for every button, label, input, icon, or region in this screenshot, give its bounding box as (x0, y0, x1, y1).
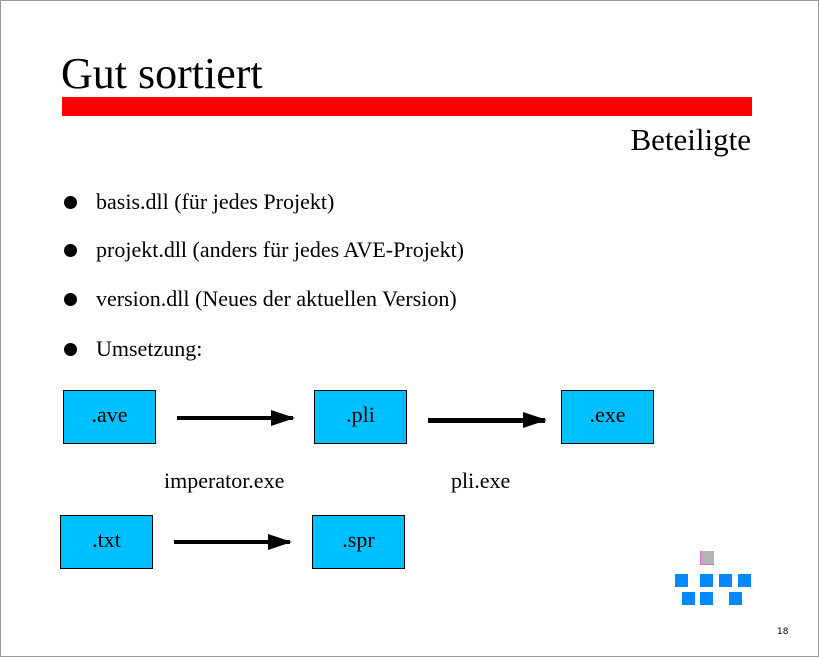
bullet-dot-icon (64, 343, 77, 356)
bullet-dot-icon (64, 244, 77, 257)
logo-square (738, 574, 751, 587)
bullet-dot-icon (64, 293, 77, 306)
bullet-dot-icon (64, 196, 77, 209)
logo-square (729, 592, 742, 605)
box-pli: .pli (314, 390, 407, 444)
slide-subtitle: Beteiligte (630, 122, 751, 157)
box-txt: .txt (60, 515, 153, 569)
logo-square (682, 592, 695, 605)
logo-square (675, 574, 688, 587)
arrow-right-icon (174, 534, 292, 550)
logo-square (700, 551, 714, 565)
arrow-right-icon (428, 412, 547, 428)
label-imperator: imperator.exe (164, 468, 285, 493)
arrow-right-icon (177, 410, 295, 426)
label-pli-exe: pli.exe (451, 468, 511, 493)
title-underline-bar (62, 97, 752, 116)
box-spr: .spr (312, 515, 405, 569)
logo-square (719, 574, 732, 587)
box-ave: .ave (63, 390, 156, 444)
logo-square (700, 574, 713, 587)
slide-title: Gut sortiert (61, 49, 263, 98)
logo-square (700, 592, 713, 605)
box-exe: .exe (561, 390, 654, 444)
page-number: 18 (777, 627, 789, 637)
